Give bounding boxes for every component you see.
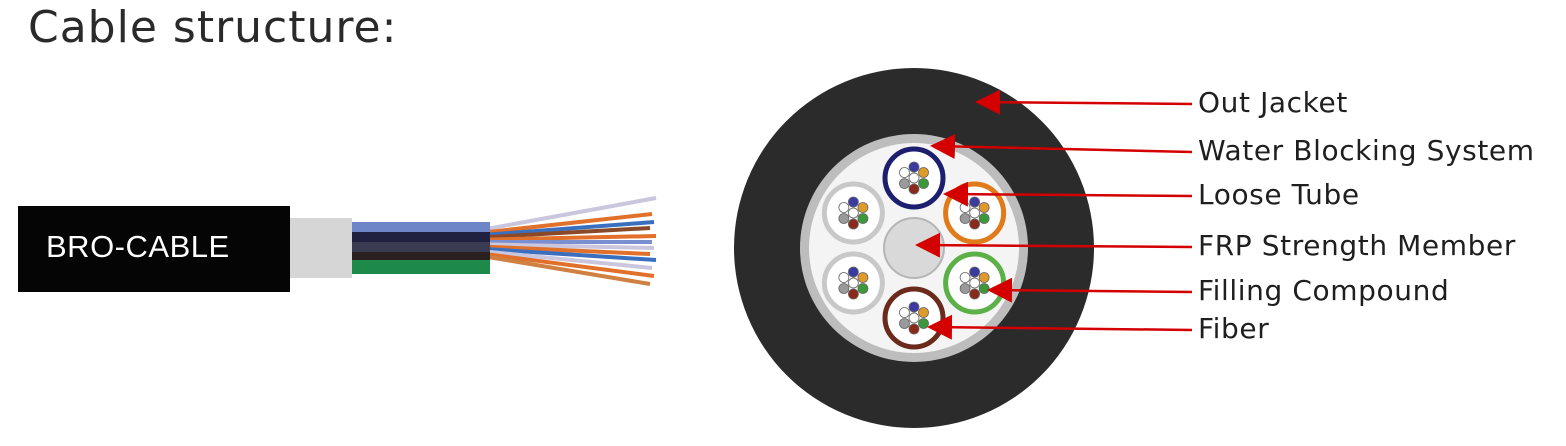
fiber bbox=[969, 207, 981, 219]
fiber bbox=[899, 178, 910, 189]
fiber bbox=[959, 272, 971, 283]
fiber bbox=[969, 196, 981, 208]
label-out-jacket: Out Jacket bbox=[1198, 86, 1348, 119]
fiber bbox=[838, 202, 850, 213]
fiber bbox=[969, 277, 981, 289]
fiber bbox=[838, 272, 850, 283]
loose-tube bbox=[943, 251, 1007, 315]
fiber bbox=[918, 307, 929, 318]
fiber bbox=[918, 167, 929, 178]
fiber bbox=[908, 301, 920, 313]
fiber bbox=[918, 318, 929, 329]
fiber bbox=[908, 172, 920, 184]
fiber bbox=[857, 202, 869, 213]
fiber bbox=[899, 318, 910, 329]
fiber bbox=[847, 288, 859, 300]
fiber bbox=[918, 178, 929, 189]
fiber bbox=[847, 266, 859, 278]
loose-tube bbox=[882, 146, 946, 210]
fiber bbox=[969, 266, 981, 278]
fiber bbox=[847, 218, 859, 230]
fiber bbox=[899, 167, 910, 178]
fiber bbox=[969, 218, 981, 230]
fiber bbox=[857, 283, 869, 294]
fiber bbox=[899, 307, 910, 318]
loose-tube bbox=[821, 251, 885, 315]
loose-tube bbox=[943, 181, 1007, 245]
fiber bbox=[959, 283, 971, 294]
fiber bbox=[847, 207, 859, 219]
fiber bbox=[959, 202, 971, 213]
fiber bbox=[847, 196, 859, 208]
brand-label: BRO-CABLE bbox=[46, 229, 230, 264]
fiber bbox=[857, 272, 869, 283]
loose-tube bbox=[882, 286, 946, 350]
label-frp: FRP Strength Member bbox=[1198, 229, 1516, 262]
fiber bbox=[908, 323, 920, 335]
fiber bbox=[908, 183, 920, 195]
label-filling: Filling Compound bbox=[1198, 274, 1450, 307]
fiber bbox=[838, 213, 850, 224]
frp-strength-member bbox=[883, 217, 945, 279]
loose-tube bbox=[821, 181, 885, 245]
label-water-blocking: Water Blocking System bbox=[1198, 134, 1535, 167]
fiber bbox=[978, 213, 990, 224]
fiber bbox=[847, 277, 859, 289]
fiber bbox=[959, 213, 971, 224]
label-fiber: Fiber bbox=[1198, 312, 1270, 345]
loose-tubes-side bbox=[340, 222, 490, 274]
label-loose-tube: Loose Tube bbox=[1198, 178, 1360, 211]
fiber bbox=[908, 312, 920, 324]
fiber bbox=[978, 272, 990, 283]
fiber-strands bbox=[469, 196, 657, 286]
cable-cross-section bbox=[734, 68, 1094, 428]
fiber bbox=[857, 213, 869, 224]
fiber bbox=[969, 288, 981, 300]
fiber bbox=[978, 283, 990, 294]
fiber bbox=[838, 283, 850, 294]
page-title: Cable structure: bbox=[28, 2, 398, 53]
cable-side-view bbox=[18, 196, 657, 292]
out-jacket-side bbox=[18, 206, 290, 292]
fiber bbox=[908, 161, 920, 173]
fiber bbox=[978, 202, 990, 213]
water-blocking-side bbox=[288, 218, 352, 278]
